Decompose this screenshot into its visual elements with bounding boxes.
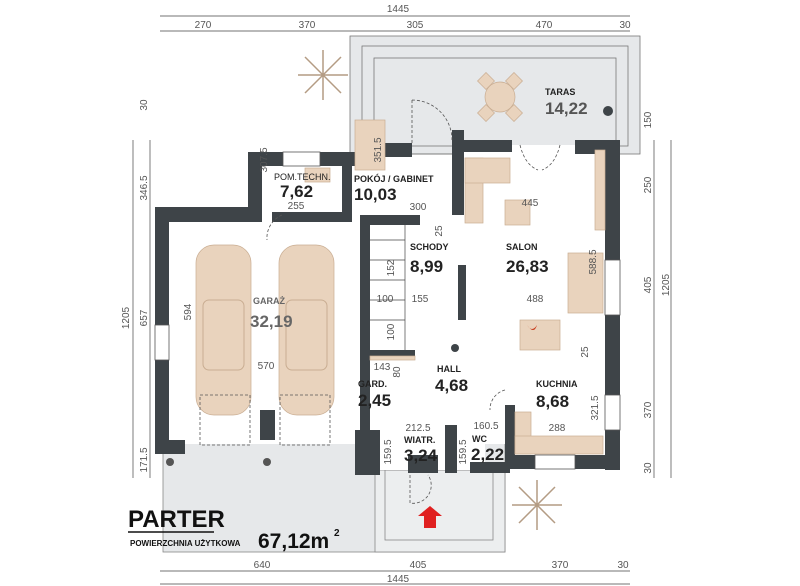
terrace-column-icon xyxy=(603,106,613,116)
usable-area-unit-sup: 2 xyxy=(334,528,340,539)
interior-dimension-label: 25 xyxy=(580,346,591,358)
dim-left-5: 171.5 xyxy=(139,447,150,472)
column-icon xyxy=(166,458,174,466)
interior-dimension-label: 212.5 xyxy=(405,423,430,434)
interior-dimension-label: 300 xyxy=(410,202,427,213)
room-name-taras: TARAS xyxy=(545,87,575,97)
room-area-gard: 2,45 xyxy=(358,391,391,410)
interior-dimension-label: 445 xyxy=(522,198,539,209)
room-name-kuchnia: KUCHNIA xyxy=(536,379,578,389)
room-area-wc: 2,22 xyxy=(471,445,504,464)
dim-left-3: 1205 xyxy=(121,306,132,329)
dim-right-1: 150 xyxy=(643,111,654,128)
interior-dimension-label: 159.5 xyxy=(458,439,469,464)
usable-area-value: 67,12m xyxy=(258,530,329,553)
dim-bottom-1: 640 xyxy=(254,560,271,571)
dim-right-5: 370 xyxy=(643,401,654,418)
window xyxy=(604,259,621,316)
dim-top-total: 1445 xyxy=(387,4,410,15)
room-name-wc: WC xyxy=(472,434,487,444)
room-name-gabinet: POKÓJ / GABINET xyxy=(354,173,434,184)
room-area-pom-techn: 7,62 xyxy=(280,182,313,201)
interior-dimension-label: 25 xyxy=(434,225,445,237)
terrace-table-icon xyxy=(477,72,523,122)
walls xyxy=(155,130,620,475)
window xyxy=(154,324,170,361)
interior-dimension-label: 143 xyxy=(374,362,391,373)
interior-dimension-label: 588.5 xyxy=(588,249,599,274)
interior-dimension-label: 488 xyxy=(527,294,544,305)
doors xyxy=(199,99,561,504)
room-name-wiatr: WIATR. xyxy=(404,435,435,445)
room-name-schody: SCHODY xyxy=(410,242,449,252)
dim-bottom-total: 1445 xyxy=(387,574,410,585)
dim-left-1: 30 xyxy=(139,99,150,111)
interior-dimension-label: 288 xyxy=(549,423,566,434)
plant-icon xyxy=(298,50,562,530)
room-area-hall: 4,68 xyxy=(435,376,468,395)
interior-dimension-label: 160.5 xyxy=(473,421,498,432)
dim-top-3: 305 xyxy=(407,20,424,31)
window xyxy=(534,454,576,470)
fireplace-icon xyxy=(527,325,537,330)
window xyxy=(604,394,621,431)
stairs xyxy=(370,225,406,350)
entrance-porch xyxy=(374,469,506,553)
interior-dimension-label: 570 xyxy=(258,361,275,372)
entrance-arrow-icon xyxy=(418,506,442,528)
room-area-garaz: 32,19 xyxy=(250,312,293,331)
dim-right-2: 250 xyxy=(643,176,654,193)
room-name-pom-techn: POM.TECHN. xyxy=(274,172,331,182)
interior-dimension-label: 100 xyxy=(377,294,394,305)
dim-bottom-3: 370 xyxy=(552,560,569,571)
room-area-wiatr: 3,24 xyxy=(404,446,438,465)
room-area-schody: 8,99 xyxy=(410,257,443,276)
dim-right-6: 30 xyxy=(643,462,654,474)
dimension-lines xyxy=(132,15,672,585)
dim-top-1: 270 xyxy=(195,20,212,31)
interior-dimension-label: 307.5 xyxy=(259,147,270,172)
room-area-salon: 26,83 xyxy=(506,257,549,276)
dim-right-4: 1205 xyxy=(661,273,672,296)
window xyxy=(282,151,321,167)
dim-top-5: 30 xyxy=(619,20,631,31)
interior-dimension-label: 80 xyxy=(392,366,403,378)
room-name-garaz: GARAŻ xyxy=(253,296,285,306)
interior-dimension-label: 255 xyxy=(288,201,305,212)
dim-top-4: 470 xyxy=(536,20,553,31)
column-icon xyxy=(263,458,271,466)
room-area-taras: 14,22 xyxy=(545,99,588,118)
plan-title: PARTER xyxy=(128,506,225,533)
room-area-gabinet: 10,03 xyxy=(354,185,397,204)
room-name-gard: GARD. xyxy=(358,379,387,389)
dim-top-2: 370 xyxy=(299,20,316,31)
furniture xyxy=(304,119,606,455)
room-area-kuchnia: 8,68 xyxy=(536,392,569,411)
dim-left-2: 346.5 xyxy=(139,175,150,200)
column-icon xyxy=(451,344,459,352)
interior-dimension-label: 351.5 xyxy=(373,137,384,162)
interior-dimension-label: 159.5 xyxy=(383,439,394,464)
interior-dimensions: 307.5 255 351.5 300 445 588.5 594 100 15… xyxy=(183,137,601,464)
room-name-hall: HALL xyxy=(437,364,461,374)
usable-area-label: POWIERZCHNIA UŻYTKOWA xyxy=(130,539,241,548)
interior-dimension-label: 594 xyxy=(183,303,194,320)
dim-left-4: 657 xyxy=(139,309,150,326)
interior-dimension-label: 155 xyxy=(412,294,429,305)
interior-dimension-label: 100 xyxy=(386,323,397,340)
interior-dimension-label: 152 xyxy=(386,259,397,276)
dim-right-3: 405 xyxy=(643,276,654,293)
car-icon xyxy=(195,244,335,416)
interior-dimension-label: 321.5 xyxy=(590,395,601,420)
room-name-salon: SALON xyxy=(506,242,538,252)
dim-bottom-4: 30 xyxy=(617,560,629,571)
dim-bottom-2: 405 xyxy=(410,560,427,571)
